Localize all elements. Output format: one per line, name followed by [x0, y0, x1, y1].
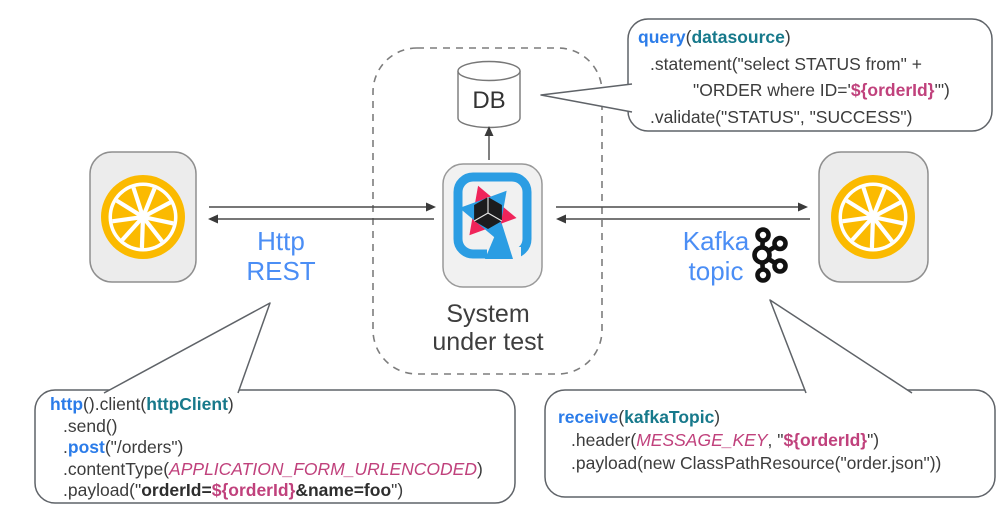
- system-under-test-label: System under test: [432, 300, 544, 356]
- http-code-snippet: http().client(httpClient).send().post("/…: [50, 394, 483, 501]
- db-cylinder-icon: [457, 60, 521, 129]
- kafka-publish-arrow: [556, 202, 808, 212]
- query-bubble-tail: [540, 83, 633, 113]
- http-response-arrow: [208, 214, 434, 224]
- http-request-arrow: [209, 202, 436, 212]
- sut-app-icon: [442, 163, 543, 288]
- kafka-consume-arrow: [556, 214, 810, 224]
- system-boundary: [372, 47, 603, 375]
- http-bubble-tail: [103, 302, 271, 394]
- query-bubble: [540, 18, 993, 132]
- receive-code-snippet: receive(kafkaTopic).header(MESSAGE_KEY, …: [558, 407, 942, 473]
- receive-bubble-tail: [769, 299, 913, 394]
- citrus-logo-right-icon: [831, 175, 915, 259]
- citrus-consumer-card: [818, 151, 929, 283]
- http-bubble: [34, 302, 516, 504]
- kafka-topic-label: Kafka topic: [682, 226, 750, 286]
- kafka-icon: [752, 227, 788, 283]
- citrus-client-card: [89, 151, 197, 283]
- db-arrow: [484, 126, 494, 160]
- receive-bubble: [544, 299, 996, 498]
- db-label: DB: [472, 87, 506, 114]
- http-rest-label: Http REST: [246, 226, 316, 286]
- query-code-snippet: query(datasource).statement("select STAT…: [638, 27, 950, 127]
- citrus-logo-left-icon: [101, 175, 185, 259]
